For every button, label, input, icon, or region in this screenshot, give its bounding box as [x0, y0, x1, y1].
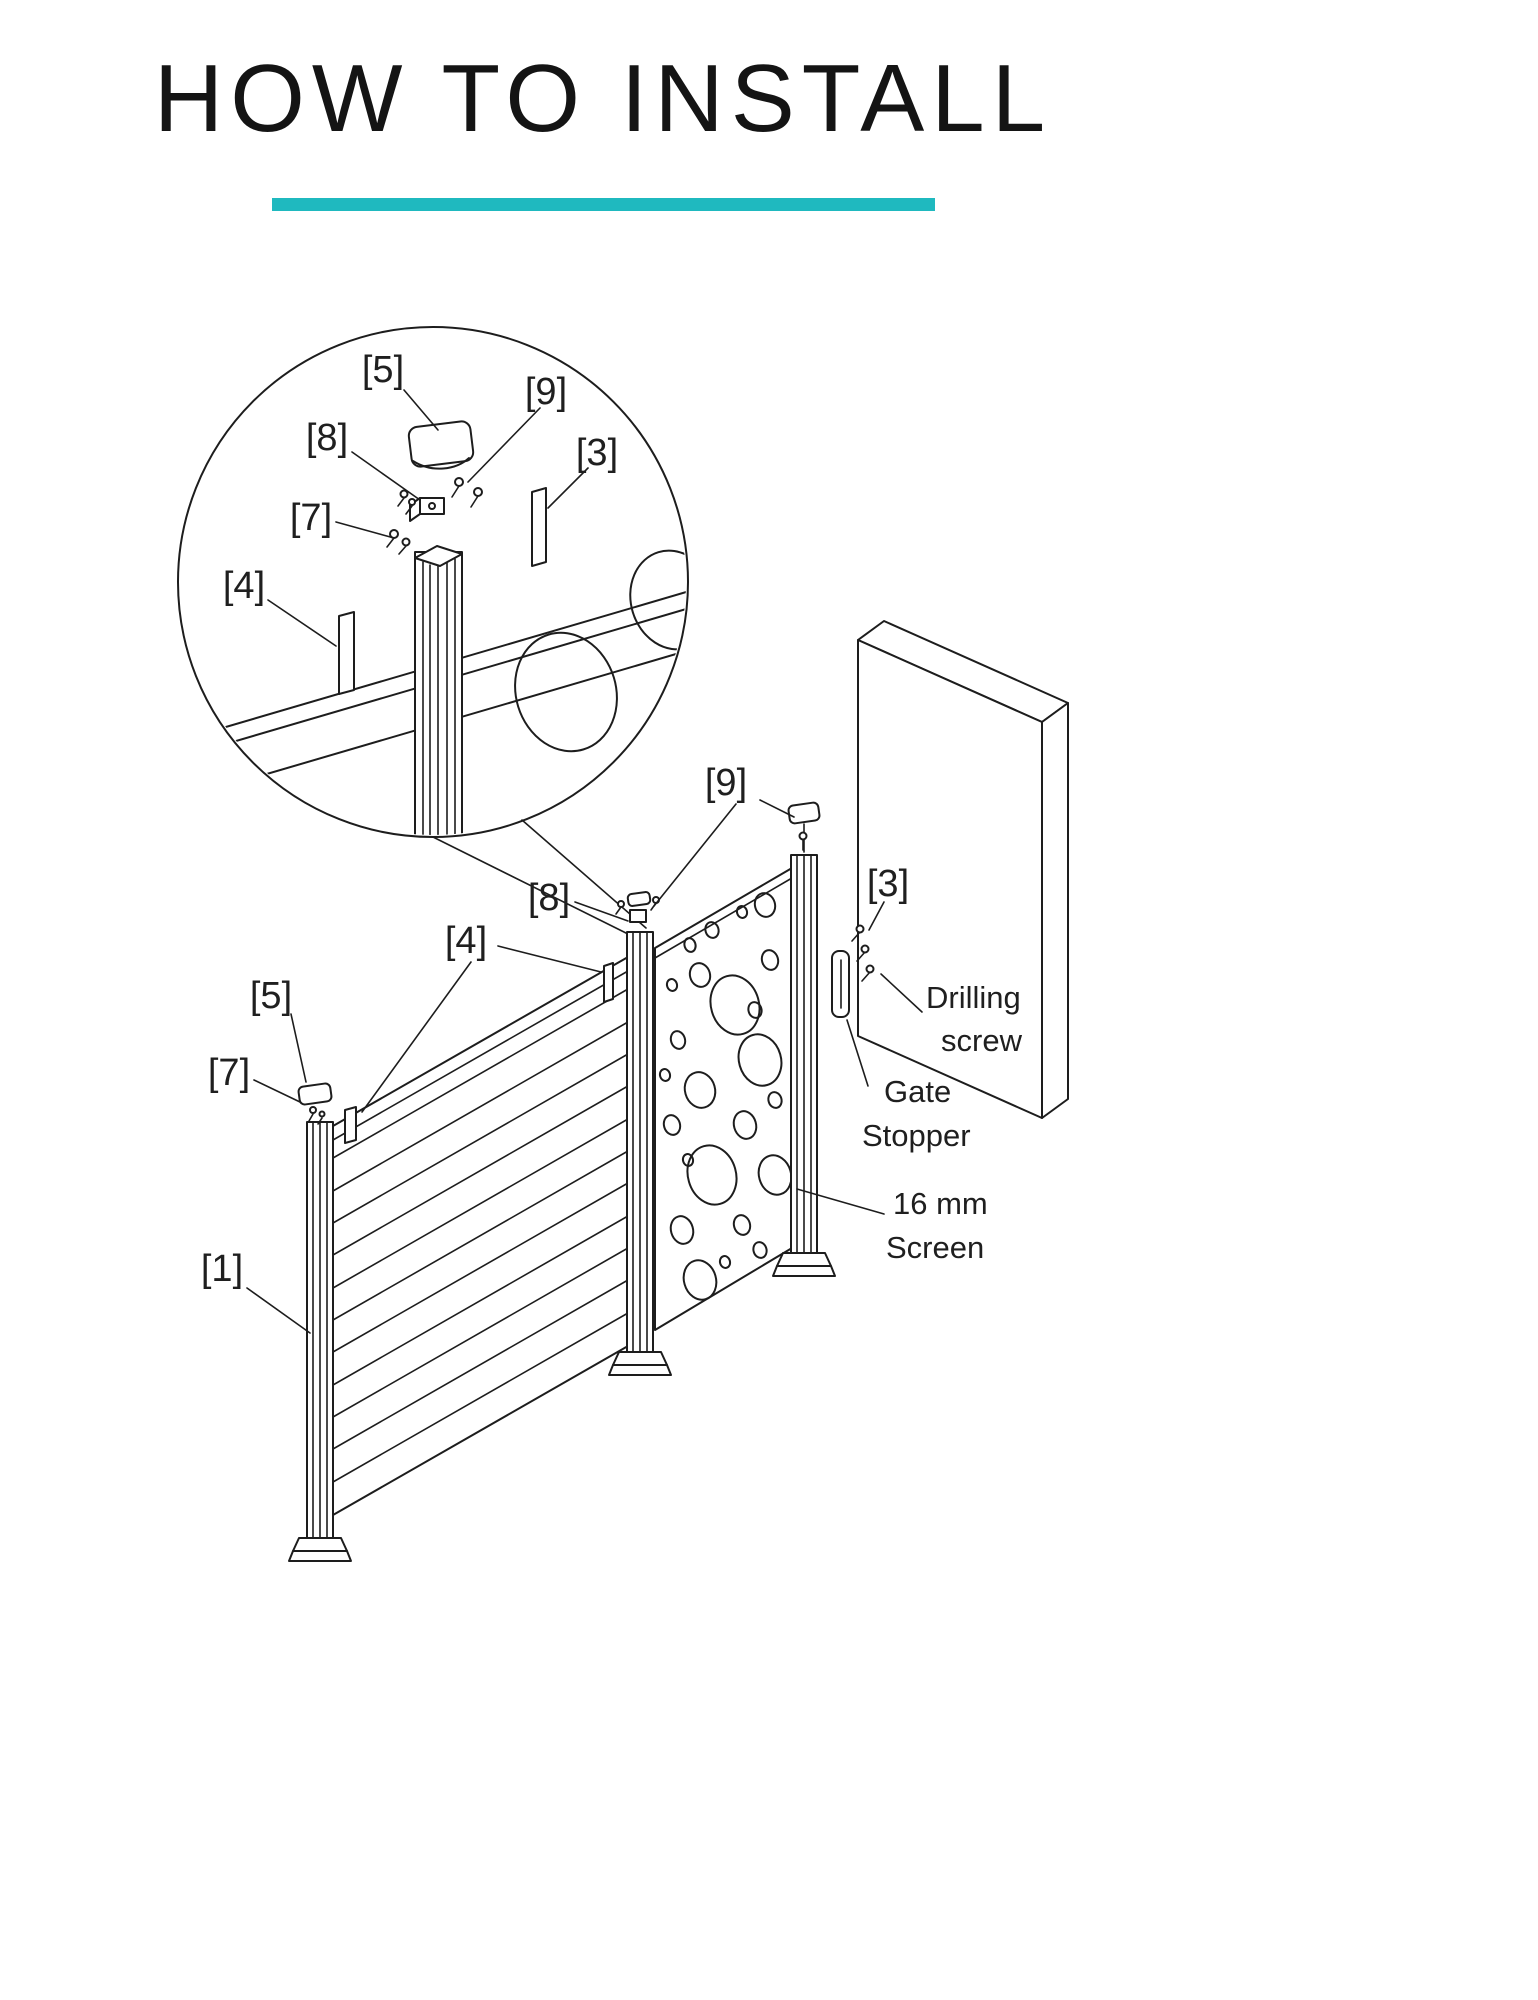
detail-label-7: [7] — [290, 497, 332, 539]
zoom-callout-lines — [432, 819, 647, 935]
detail-label-8: [8] — [306, 417, 348, 459]
left-post — [288, 1121, 352, 1562]
detail-label-4: [4] — [223, 565, 265, 607]
detail-view: [5] [9] [8] [3] [7] [4] — [177, 326, 689, 935]
detail-strip-4 — [338, 611, 355, 695]
center-post — [608, 931, 672, 1376]
main-label-3: [3] — [867, 863, 909, 905]
strip-4-center — [603, 962, 614, 1003]
accent-bar — [272, 198, 935, 211]
detail-label-9: [9] — [525, 371, 567, 413]
main-view: [9] [8] [4] [3] [5] [7] [1] Drilling scr… — [201, 620, 1069, 1562]
detail-leader-lines — [267, 389, 589, 647]
detail-post-cap — [407, 420, 475, 470]
detail-screws-9 — [451, 477, 483, 508]
detail-post — [414, 545, 463, 835]
main-label-1: [1] — [201, 1248, 243, 1290]
main-label-9: [9] — [705, 762, 747, 804]
gate-stopper-part — [831, 950, 850, 1018]
main-label-5: [5] — [250, 975, 292, 1017]
detail-bracket-8 — [397, 489, 445, 522]
annotation-drilling-screw-line2: screw — [941, 1023, 1023, 1058]
detail-contents — [180, 545, 686, 835]
right-post-cap — [787, 801, 821, 853]
annotation-screen-line2: Screen — [886, 1230, 984, 1265]
screen-panel — [654, 867, 793, 1331]
slat-panel — [332, 952, 636, 1516]
center-bracket-8 — [615, 891, 660, 923]
annotation-drilling-screw-line1: Drilling — [926, 980, 1021, 1015]
main-leader-lines — [246, 799, 923, 1334]
main-label-4: [4] — [445, 920, 487, 962]
annotation-gate-stopper-line2: Stopper — [862, 1118, 971, 1153]
main-label-7: [7] — [208, 1052, 250, 1094]
drilling-screws — [851, 924, 875, 982]
annotation-screen-line1: 16 mm — [893, 1186, 988, 1221]
screen-pattern — [658, 892, 793, 1301]
right-post — [772, 854, 836, 1277]
wall — [857, 620, 1069, 1119]
detail-screws-7 — [386, 529, 411, 555]
detail-label-3: [3] — [576, 432, 618, 474]
main-label-8: [8] — [528, 877, 570, 919]
page-title: HOW TO INSTALL — [153, 45, 1053, 152]
strip-4-left — [344, 1106, 357, 1144]
detail-strip-3 — [531, 487, 547, 567]
left-post-cap — [297, 1082, 333, 1125]
detail-label-5: [5] — [362, 349, 404, 391]
annotation-gate-stopper-line1: Gate — [884, 1074, 951, 1109]
